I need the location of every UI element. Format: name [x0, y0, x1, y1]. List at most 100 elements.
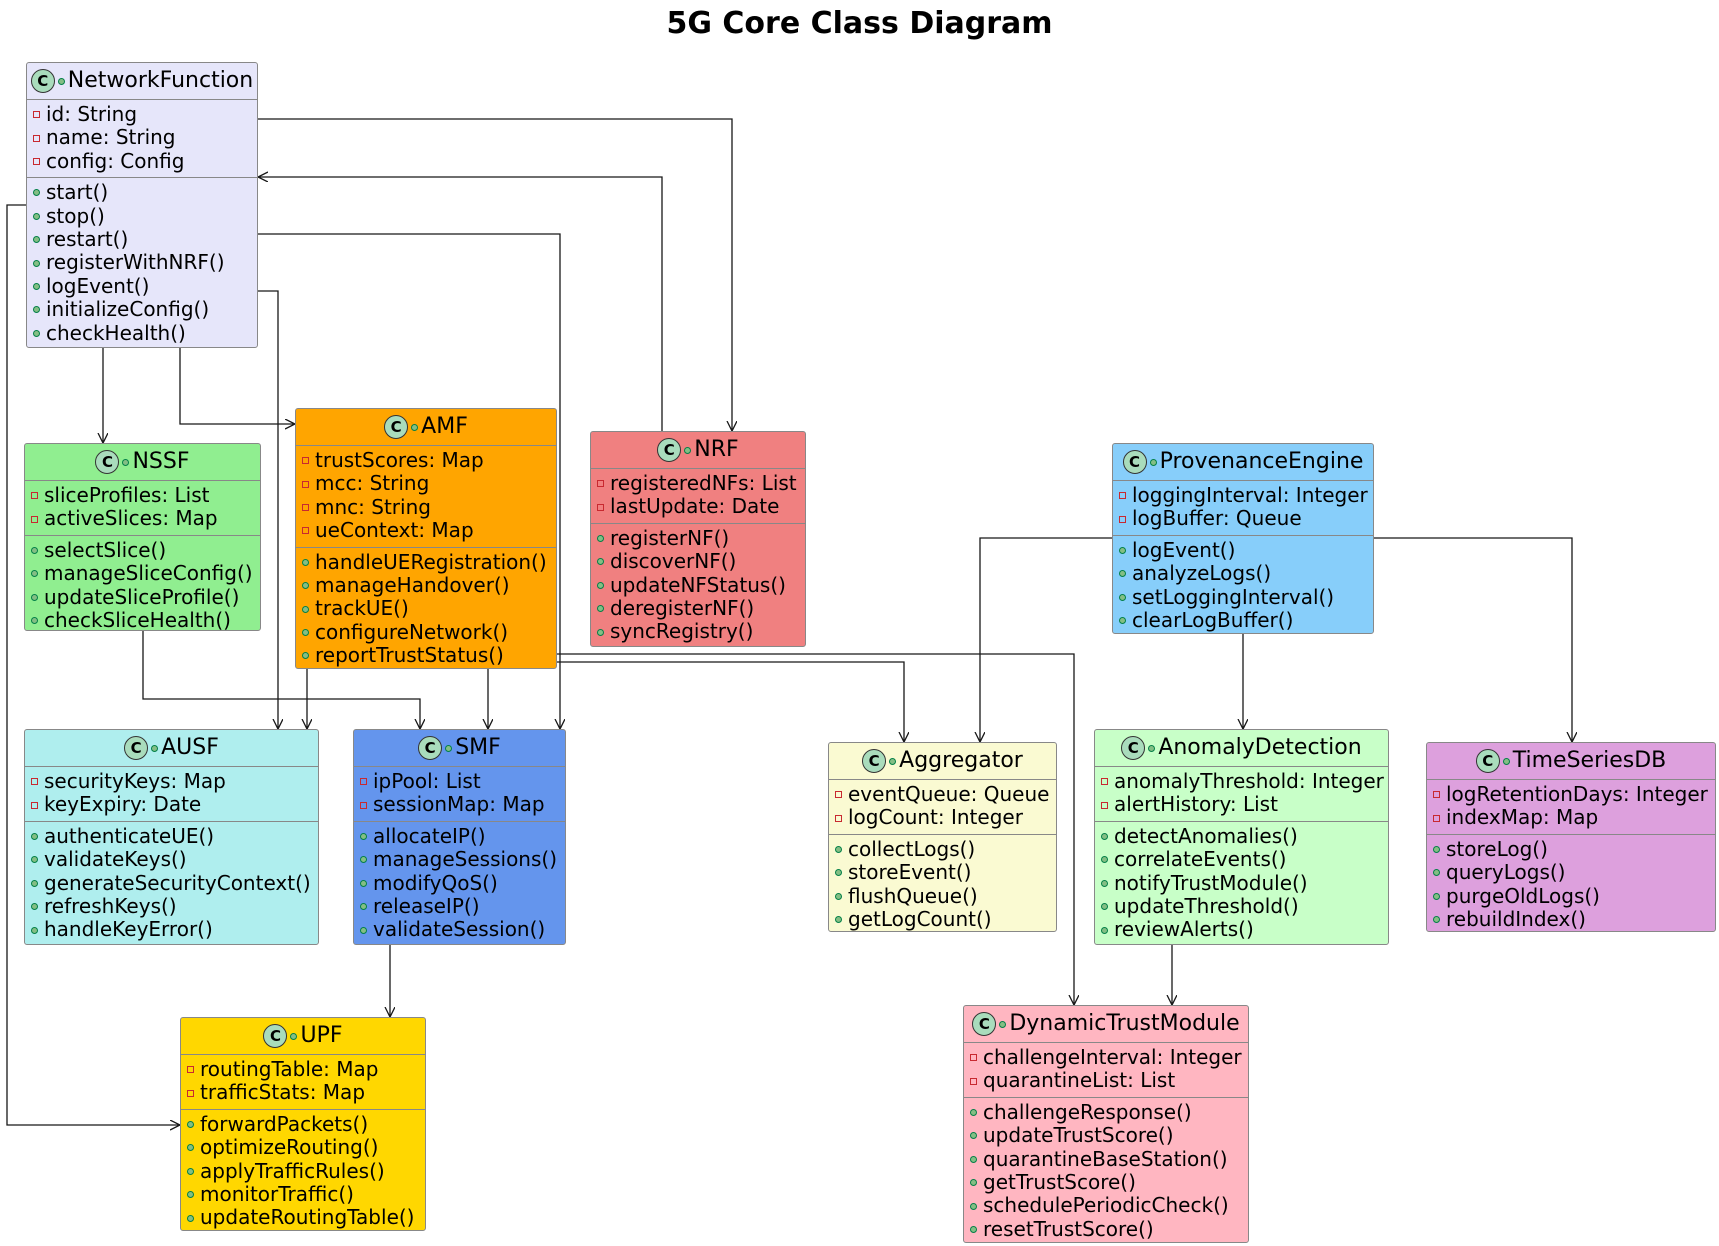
- method-row: selectSlice(): [25, 538, 260, 562]
- public-visibility-icon: [889, 757, 897, 765]
- attribute-row: lastUpdate: Date: [591, 494, 805, 519]
- public-visibility-icon: [31, 832, 38, 840]
- public-visibility-icon: [835, 916, 842, 924]
- method-row: collectLogs(): [829, 836, 1056, 861]
- public-visibility-icon: [187, 1191, 194, 1199]
- attribute-text: mcc: String: [315, 471, 430, 496]
- public-visibility-icon: [1119, 617, 1126, 625]
- methods-section: storeLog()queryLogs()purgeOldLogs()rebui…: [1427, 835, 1715, 936]
- private-visibility-icon: [302, 480, 309, 488]
- private-visibility-icon: [31, 801, 38, 809]
- methods-section: selectSlice()manageSliceConfig()updateSl…: [25, 536, 260, 637]
- private-visibility-icon: [302, 503, 309, 511]
- method-row: syncRegistry(): [591, 619, 805, 643]
- methods-section: detectAnomalies()correlateEvents()notify…: [1095, 822, 1388, 946]
- public-visibility-icon: [970, 1132, 977, 1140]
- private-visibility-icon: [597, 503, 604, 511]
- attribute-row: routingTable: Map: [181, 1057, 425, 1081]
- public-visibility-icon: [1101, 856, 1108, 864]
- class-stereotype-icon: C: [657, 438, 682, 462]
- method-text: checkHealth(): [46, 320, 186, 345]
- method-row: initializeConfig(): [27, 297, 257, 322]
- attribute-text: ipPool: List: [373, 769, 481, 793]
- relation-provenanceengine-aggregator: [980, 537, 1112, 742]
- public-visibility-icon: [597, 558, 604, 566]
- methods-section: allocateIP()manageSessions()modifyQoS()r…: [354, 822, 565, 946]
- private-visibility-icon: [33, 157, 40, 165]
- method-text: quarantineBaseStation(): [983, 1146, 1228, 1171]
- method-text: registerWithNRF(): [46, 250, 225, 275]
- public-visibility-icon: [31, 903, 38, 911]
- attribute-row: logRetentionDays: Integer: [1427, 782, 1715, 806]
- class-name: Aggregator: [899, 748, 1023, 774]
- public-visibility-icon: [970, 1108, 977, 1116]
- private-visibility-icon: [970, 1054, 977, 1062]
- method-row: checkSliceHealth(): [25, 608, 260, 632]
- attribute-row: id: String: [27, 102, 257, 126]
- attribute-row: config: Config: [27, 149, 257, 173]
- method-row: updateRoutingTable(): [181, 1205, 425, 1229]
- public-visibility-icon: [999, 1020, 1007, 1028]
- attribute-text: mnc: String: [315, 494, 431, 519]
- public-visibility-icon: [31, 856, 38, 864]
- method-row: applyTrafficRules(): [181, 1159, 425, 1183]
- relation-networkfunction-upf: [6, 204, 180, 1125]
- relation-nssf-smf: [142, 631, 420, 729]
- class-stereotype-icon: C: [1475, 749, 1500, 773]
- method-text: start(): [46, 180, 109, 205]
- attribute-text: keyExpiry: Date: [44, 792, 202, 817]
- method-text: collectLogs(): [848, 836, 976, 861]
- relation-line: [6, 204, 180, 1125]
- public-visibility-icon: [360, 903, 367, 911]
- attribute-row: challengeInterval: Integer: [964, 1045, 1248, 1069]
- method-row: rebuildIndex(): [1427, 907, 1715, 931]
- public-visibility-icon: [187, 1167, 194, 1175]
- attribute-row: loggingInterval: Integer: [1113, 483, 1373, 507]
- relation-provenanceengine-timeseriesdb: [1374, 537, 1572, 742]
- method-text: registerNF(): [610, 525, 730, 550]
- relation-line: [980, 537, 1112, 742]
- public-visibility-icon: [31, 593, 38, 601]
- method-text: monitorTraffic(): [200, 1181, 354, 1206]
- public-visibility-icon: [411, 423, 419, 431]
- class-name: UPF: [300, 1023, 343, 1049]
- method-text: initializeConfig(): [46, 297, 210, 322]
- class-stereotype-icon: C: [1121, 736, 1146, 760]
- attribute-text: logBuffer: Queue: [1132, 506, 1302, 531]
- attribute-text: name: String: [46, 125, 176, 150]
- private-visibility-icon: [1119, 492, 1126, 500]
- public-visibility-icon: [597, 534, 604, 542]
- attribute-text: eventQueue: Queue: [848, 782, 1050, 806]
- method-text: updateSliceProfile(): [44, 584, 240, 609]
- method-text: flushQueue(): [848, 883, 978, 908]
- attribute-text: lastUpdate: Date: [610, 494, 780, 519]
- public-visibility-icon: [151, 744, 159, 752]
- class-name: AMF: [421, 414, 468, 440]
- relation-line: [258, 233, 560, 729]
- attribute-row: alertHistory: List: [1095, 792, 1388, 816]
- attribute-text: ueContext: Map: [315, 518, 474, 543]
- method-text: clearLogBuffer(): [1132, 607, 1294, 632]
- method-row: challengeResponse(): [964, 1100, 1248, 1124]
- method-text: schedulePeriodicCheck(): [983, 1193, 1229, 1218]
- attribute-text: id: String: [46, 102, 138, 126]
- public-visibility-icon: [187, 1214, 194, 1222]
- method-text: stop(): [46, 203, 105, 228]
